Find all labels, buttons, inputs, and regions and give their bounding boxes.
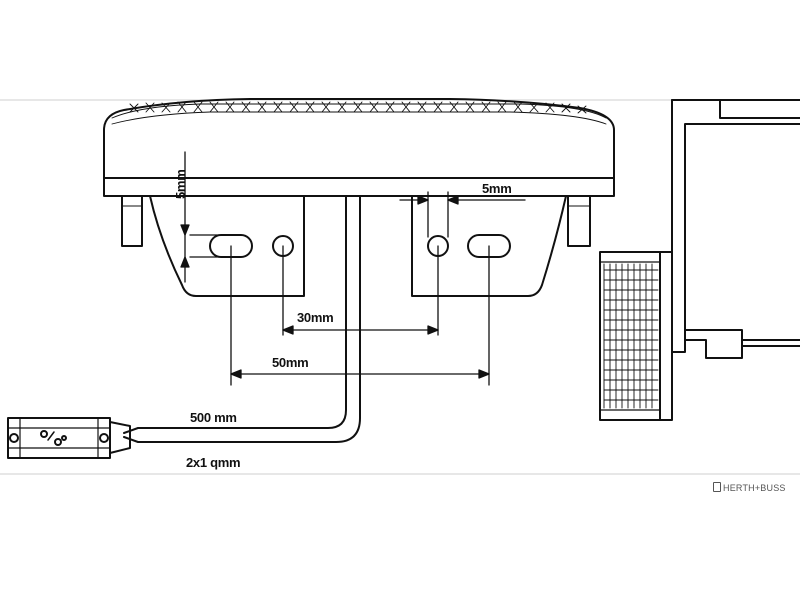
side-view: [599, 99, 800, 421]
left-post: [121, 195, 143, 247]
cable-length-label: 500 mm: [190, 410, 237, 425]
connector: [7, 417, 131, 459]
right-bracket: [359, 195, 567, 297]
dimension-5mm-vertical: [180, 151, 226, 283]
cable-inner: [123, 195, 361, 443]
brand-logo: HERTH+BUSS: [713, 482, 786, 493]
lens-texture: [111, 101, 607, 125]
knob-knurling: [603, 263, 659, 409]
dim-label-5mm-horizontal: 5mm: [482, 181, 512, 196]
dim-label-5mm-vertical: 5mm: [173, 169, 188, 199]
dim-label-50mm: 50mm: [272, 355, 309, 370]
knob-body: [599, 251, 673, 421]
right-post: [567, 195, 591, 247]
brand-mark-icon: [713, 482, 721, 492]
dimension-5mm-horizontal: [399, 191, 526, 238]
brand-name: HERTH+BUSS: [723, 483, 786, 493]
left-bracket: [149, 195, 346, 297]
cable-section-label: 2x1 qmm: [186, 455, 241, 470]
dim-label-30mm: 30mm: [297, 310, 334, 325]
cable-outer: [123, 195, 347, 434]
dimension-30mm: [282, 245, 439, 336]
dimension-50mm: [230, 245, 490, 386]
